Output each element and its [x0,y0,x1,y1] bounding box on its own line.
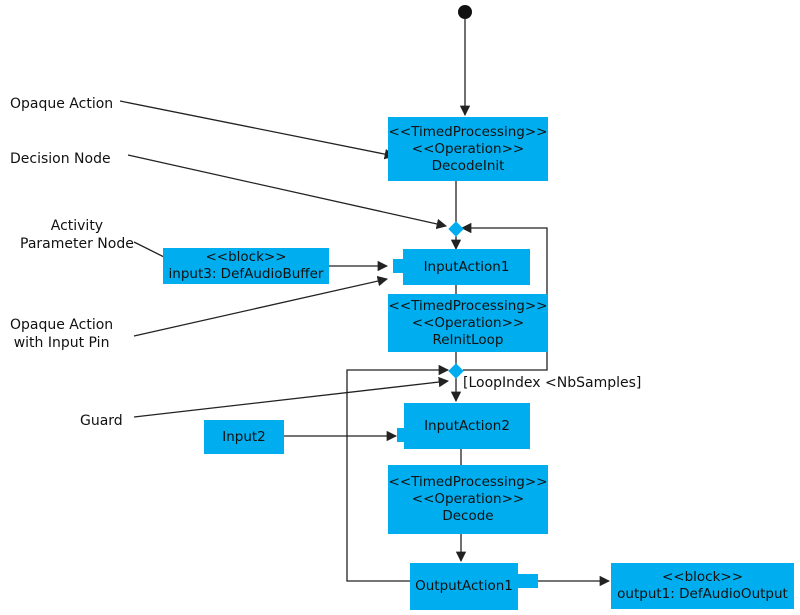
node-inputaction2[interactable]: InputAction2 [404,403,530,449]
node-inputaction1[interactable]: InputAction1 [403,249,530,285]
node-decode[interactable]: <<TimedProcessing>> <<Operation>> Decode [388,465,548,534]
node-input3[interactable]: <<block>> input3: DefAudioBuffer [163,248,329,284]
decision-node-1 [448,221,464,237]
node-input2[interactable]: Input2 [204,420,284,454]
input-pin-inputaction1 [393,259,403,273]
pointer-decision-node [127,154,448,230]
annotation-opaque-action: Opaque Action [10,96,114,112]
annotation-guard: Guard [80,413,123,429]
flow-outputaction1-loop [346,364,450,582]
annotation-activity-parameter-node: Activity Parameter Node [20,218,134,252]
annotation-decision-node: Decision Node [10,151,111,167]
node-decodeinit[interactable]: <<TimedProcessing>> <<Operation>> Decode… [388,117,548,181]
input-pin-inputaction2 [397,428,405,442]
pointer-opaque-action-input-pin [133,275,389,337]
decision-node-2 [448,363,464,379]
node-output1[interactable]: <<block>> output1: DefAudioOutput [611,563,794,609]
initial-node [458,5,472,19]
node-reinitloop[interactable]: <<TimedProcessing>> <<Operation>> ReInit… [388,294,548,352]
output-pin-outputaction1 [518,574,538,588]
pointer-guard [133,376,450,418]
annotation-opaque-action-input-pin: Opaque Action with Input Pin [10,317,114,351]
pointer-opaque-action [119,100,396,160]
node-outputaction1[interactable]: OutputAction1 [410,563,518,610]
guard-label: [LoopIndex <NbSamples] [463,375,642,391]
